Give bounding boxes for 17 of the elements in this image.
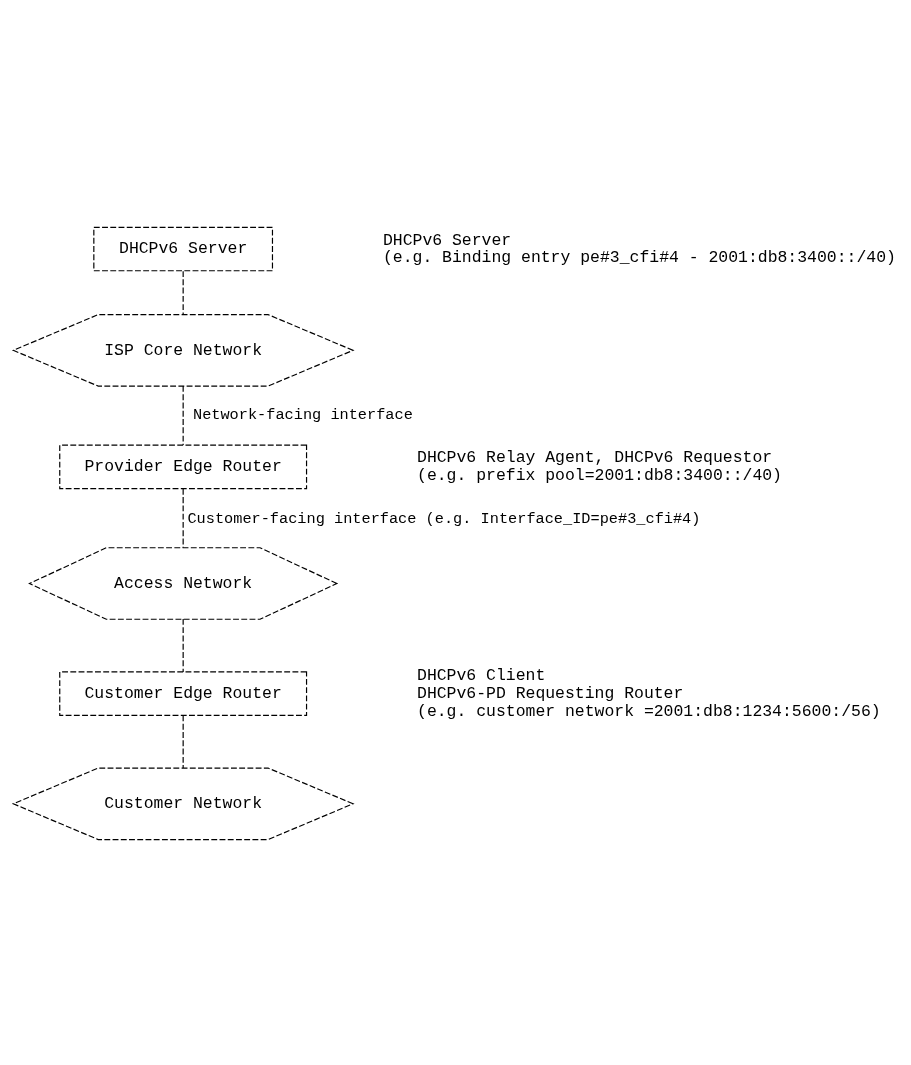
node-label: (e.g. prefix pool=2001:db8:3400::/40) [417, 465, 783, 485]
node-label: (e.g. customer network =2001:db8:1234:5600:/56) [417, 701, 881, 721]
node-label: DHCPv6 Server [382, 230, 512, 250]
connector [182, 270, 184, 315]
node-label: DHCPv6 Client [417, 665, 546, 685]
node-label: (e.g. Binding entry pe#3_cfi#4 - 2001:db8:3400::/40) [382, 247, 896, 267]
node-label: DHCPv6 Relay Agent, DHCPv6 Requestor [417, 447, 773, 467]
connector [182, 488, 184, 548]
node-label: DHCPv6-PD Requesting Router [417, 683, 684, 703]
connector [182, 714, 184, 768]
edge-label: Network-facing interface [192, 405, 413, 424]
connector [182, 385, 184, 445]
node-box: Provider Edge Router [59, 444, 308, 489]
connector [182, 618, 184, 672]
node-box: DHCPv6 Server [93, 226, 274, 271]
node-box: Customer Edge Router [59, 670, 308, 716]
edge-label: Customer-facing interface (e.g. Interface_ID=pe#3_cfi#4) [187, 509, 701, 528]
